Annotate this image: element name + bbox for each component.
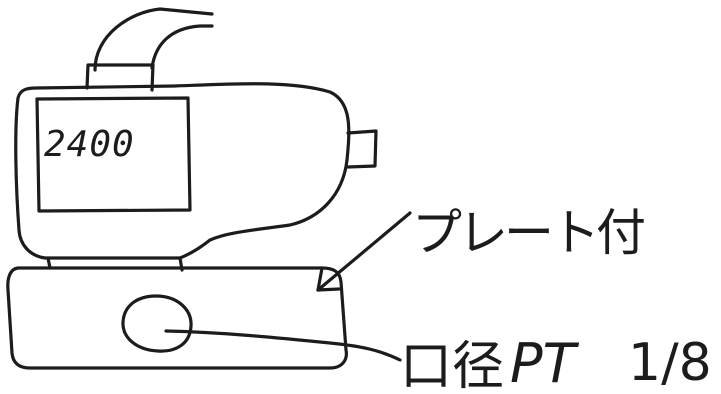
mounting-plate <box>6 266 348 370</box>
cable <box>93 7 214 72</box>
port-callout-prefix: 口径 <box>400 337 504 394</box>
port-leader-line <box>164 329 402 362</box>
sensor-head-body <box>14 82 351 260</box>
port-callout-fraction: 1/8 <box>628 333 712 393</box>
display-reading: 2400 <box>44 124 135 165</box>
port-opening <box>121 294 193 353</box>
cable-gland <box>85 63 155 92</box>
display-window <box>35 96 192 213</box>
plate-leader-arrow <box>316 211 412 292</box>
port-callout-thread: PT <box>510 332 580 394</box>
plate-callout-label: プレート付 <box>412 204 644 262</box>
side-connector <box>346 129 378 169</box>
